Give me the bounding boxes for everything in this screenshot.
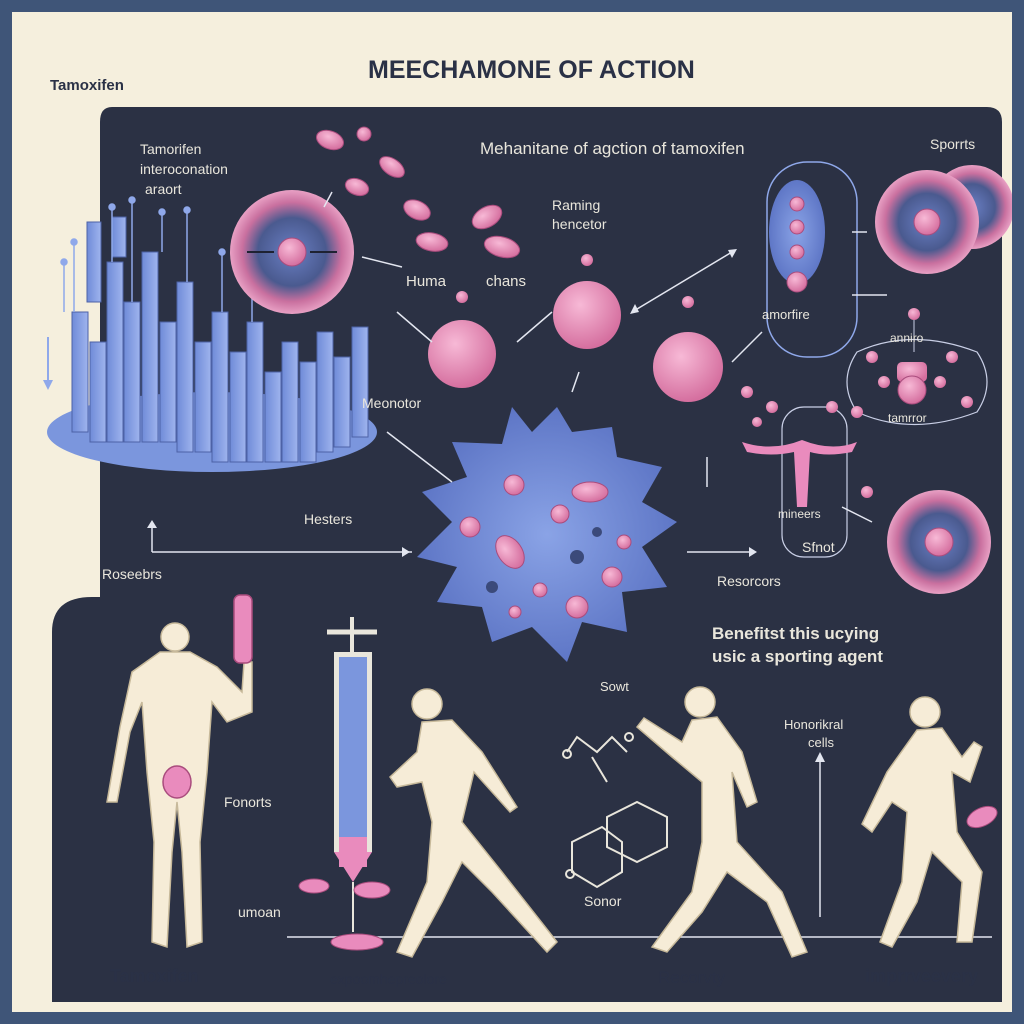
tamror-label: tamrror — [888, 411, 927, 425]
mineers-label: mineers — [778, 507, 821, 521]
benefits-line-2: usic a sporting agent — [712, 647, 883, 666]
sonor-label: Sonor — [584, 893, 622, 909]
intro-label-1: Tamorifen — [140, 141, 202, 157]
panel-heading: Mehanitane of agction of tamoxifen — [480, 139, 745, 158]
huma-label: Huma — [406, 273, 447, 290]
corner-label: Tamoxifen — [50, 77, 124, 94]
cell-icon — [417, 407, 677, 662]
honorikral-label: Honorikral — [784, 717, 844, 732]
resorcors-label: Resorcors — [717, 573, 781, 589]
syringe-icon — [327, 617, 377, 932]
receptor-bars-icon — [43, 196, 377, 472]
intro-label-3: araort — [145, 181, 182, 197]
cell-icon — [428, 254, 723, 402]
sowt-label: Sowt — [600, 679, 629, 694]
footer-improvement: imprrveevery — [865, 966, 979, 986]
cell-icon — [875, 165, 1012, 594]
receptor-icon — [741, 386, 873, 558]
footer-recovery: Recorvty — [658, 968, 726, 987]
cell-icon — [230, 190, 354, 314]
runner-icon — [635, 686, 809, 958]
human-figure-icon — [106, 594, 253, 949]
sfnot-label: Sfnot — [802, 539, 835, 555]
runner-icon — [389, 688, 559, 958]
molecule-icon — [562, 732, 668, 889]
fonorts-label: Fonorts — [224, 794, 272, 810]
tablet-icon — [298, 805, 998, 951]
footer-tamoxifen: Tamoxifen — [110, 966, 199, 986]
chans-label: chans — [486, 273, 527, 290]
molecule-icon — [846, 308, 988, 426]
pill-icon — [315, 126, 521, 259]
amorfire-label: amorfire — [762, 307, 810, 322]
roseebrs-label: Roseebrs — [102, 566, 162, 582]
benefits-line-1: Benefitst this ucying — [712, 624, 880, 643]
sports-label: Sporrts — [930, 136, 976, 152]
diagram-panel — [43, 107, 1012, 1002]
anniro-label: anniro — [890, 331, 924, 345]
hesters-label: Hesters — [304, 511, 353, 527]
footer-expo: expoomhepreolore — [330, 971, 447, 987]
cells-label: cells — [808, 735, 835, 750]
ramping-label: Raming — [552, 197, 601, 213]
page-title: MEECHAMONE OF ACTION — [368, 56, 695, 84]
intro-label-2: interoconation — [140, 161, 228, 177]
cell-icon — [766, 161, 858, 358]
hencetor-label: hencetor — [552, 216, 607, 232]
meonotor-label: Meonotor — [362, 395, 422, 411]
runner-icon — [861, 696, 983, 948]
poster: MEECHAMONE OF ACTION Tamoxifen Mehanitan… — [12, 12, 1012, 1012]
umoan-label: umoan — [238, 904, 281, 920]
